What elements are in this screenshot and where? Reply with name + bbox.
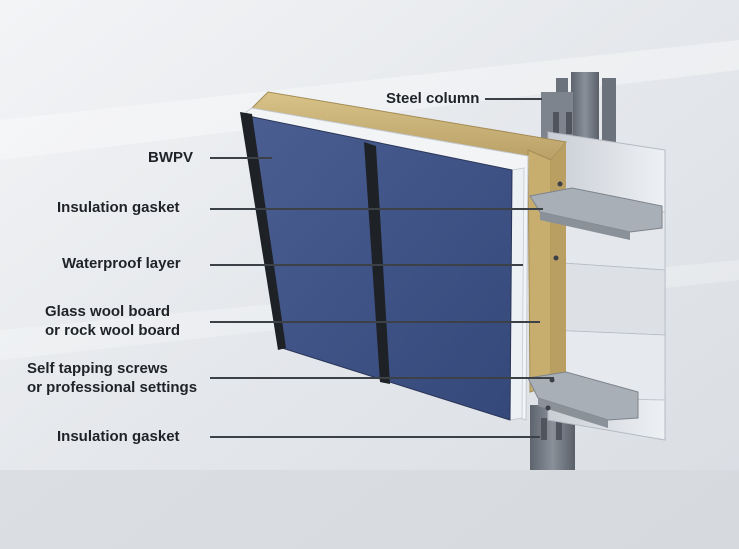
leader-steel-column xyxy=(485,98,542,100)
leader-glass-wool xyxy=(210,321,540,323)
label-glass-wool-line2: or rock wool board xyxy=(45,322,181,339)
leader-waterproof-layer xyxy=(210,264,523,266)
label-glass-wool-line1: Glass wool board xyxy=(45,303,171,320)
label-screws-line2: or professional settings xyxy=(27,379,198,396)
label-bwpv: BWPV xyxy=(148,149,193,166)
label-insulation-gasket-top: Insulation gasket xyxy=(57,199,180,216)
label-screws-line1: Self tapping screws xyxy=(27,360,168,377)
label-screws: Self tapping screws or professional sett… xyxy=(27,359,197,397)
label-steel-column: Steel column xyxy=(386,90,480,107)
leader-bwpv xyxy=(210,157,272,159)
bottom-purlin xyxy=(527,371,639,428)
leader-insulation-gasket-top xyxy=(210,208,543,210)
bwpv-panel xyxy=(240,112,513,421)
steel-column xyxy=(530,72,616,470)
leader-screws xyxy=(210,377,554,379)
background-light-band xyxy=(0,40,739,160)
floor-shadow xyxy=(0,470,739,549)
label-glass-wool: Glass wool board or rock wool board xyxy=(45,302,180,340)
label-waterproof-layer: Waterproof layer xyxy=(62,255,181,272)
top-purlin xyxy=(529,181,663,261)
label-insulation-gasket-bottom: Insulation gasket xyxy=(57,428,180,445)
leader-insulation-gasket-bottom xyxy=(210,436,540,438)
